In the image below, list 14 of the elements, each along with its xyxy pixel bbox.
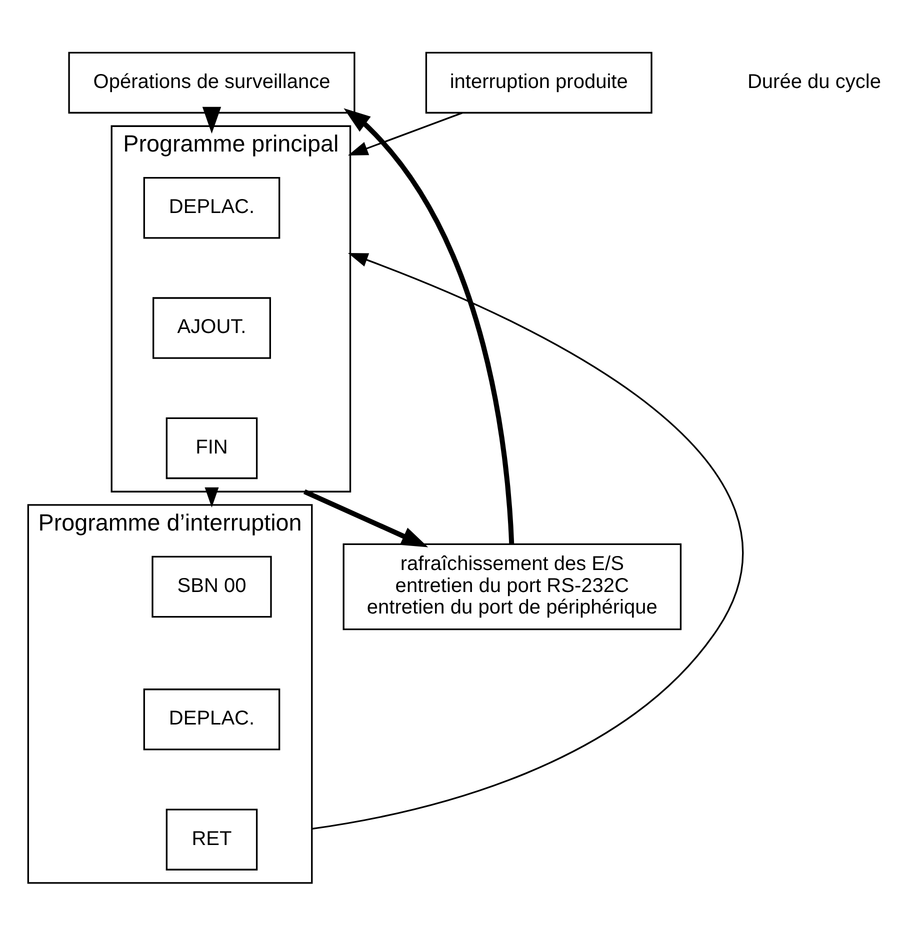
arrow <box>344 108 514 544</box>
arrow <box>202 106 222 134</box>
node-box: FIN <box>166 416 258 479</box>
label: Durée du cycle <box>747 70 881 92</box>
arrow <box>312 252 744 830</box>
arrow <box>348 112 462 156</box>
node-box: AJOUT. <box>152 296 271 358</box>
node-box: SBN 00 <box>152 555 272 618</box>
node-box: interruption produite <box>425 51 652 114</box>
node-box: DEPLAC. <box>143 688 280 750</box>
node-box: DEPLAC. <box>143 176 280 238</box>
arrow <box>204 486 219 507</box>
node-box: rafraîchissement des E/S entretien du port RS-232C entretien du port de périphérique <box>342 542 682 630</box>
node-box: RET <box>166 808 258 870</box>
